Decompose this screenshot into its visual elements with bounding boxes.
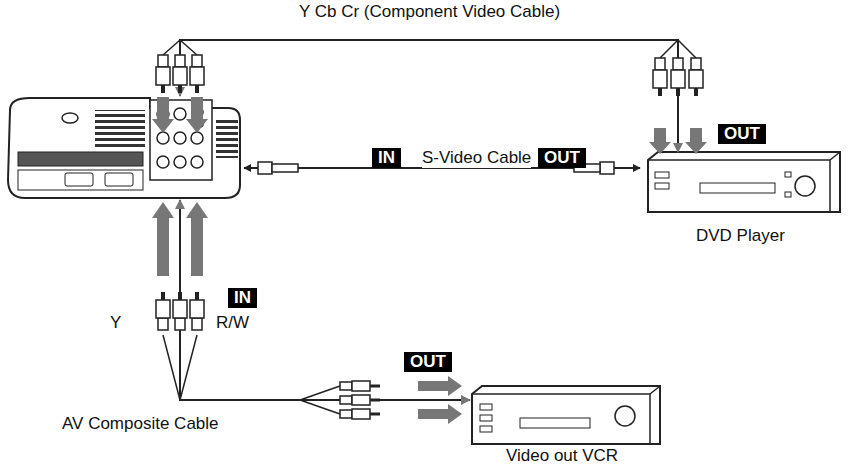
dvd-player: DVD Player: [640, 152, 842, 214]
cable-connector: [180, 40, 678, 152]
device-label: DVD Player: [696, 226, 785, 246]
cable-label: Y Cb Cr (Component Video Cable): [299, 2, 560, 22]
vcr-illustration: [472, 386, 660, 444]
projector: IN: [5, 96, 242, 200]
port-label: OUT: [538, 148, 586, 168]
cable-fan: [163, 40, 696, 414]
port-label: IN: [228, 288, 257, 308]
device-label: Video out VCR: [506, 446, 618, 466]
cable-label: S-Video Cable: [422, 148, 531, 168]
rca-plug: [156, 55, 703, 419]
plug-label: R/W: [216, 313, 249, 333]
port-label: OUT: [718, 124, 766, 144]
dvd-player-illustration: [648, 152, 840, 212]
port-label: OUT: [404, 352, 452, 372]
projector-illustration: [8, 98, 240, 198]
plug-label: Y: [110, 313, 121, 333]
port-label: IN: [372, 148, 401, 168]
cable-label: AV Composite Cable: [62, 414, 219, 434]
cable-connector: [180, 200, 470, 400]
vcr: Video out VCR: [470, 386, 662, 446]
gray-arrows: [152, 97, 707, 424]
